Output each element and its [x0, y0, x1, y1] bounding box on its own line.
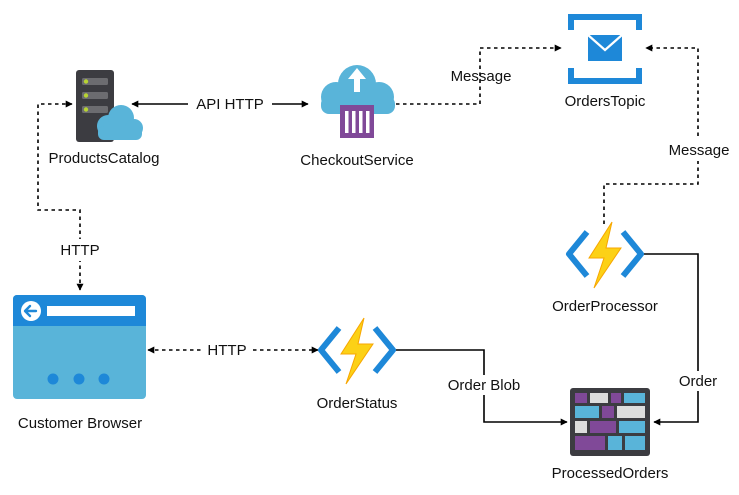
- edge-label-api-http: API HTTP: [196, 96, 264, 113]
- node-label-checkout-service: CheckoutService: [300, 152, 413, 169]
- node-label-order-status: OrderStatus: [317, 395, 398, 412]
- node-label-order-processor: OrderProcessor: [552, 298, 658, 315]
- node-label-customer-browser: Customer Browser: [18, 415, 142, 432]
- node-label-orders-topic: OrdersTopic: [565, 93, 646, 110]
- node-customer-browser[interactable]: Customer Browser: [13, 295, 146, 432]
- edge-browser-catalog: [37, 100, 84, 291]
- edge-label-http-catalog: HTTP: [60, 242, 99, 259]
- edge-label-message-processor: Message: [669, 142, 730, 159]
- node-label-products-catalog: ProductsCatalog: [49, 150, 160, 167]
- cloud-service-icon: [321, 65, 395, 138]
- edge-checkout-topic: [396, 44, 562, 105]
- edge-processor-topic: [603, 44, 699, 224]
- node-processed-orders[interactable]: ProcessedOrders: [552, 388, 669, 482]
- function-bolt-icon: [566, 221, 644, 289]
- node-products-catalog[interactable]: ProductsCatalog: [49, 70, 160, 167]
- edge-label-http-status: HTTP: [207, 342, 246, 359]
- node-order-processor[interactable]: OrderProcessor: [552, 221, 658, 315]
- node-order-status[interactable]: OrderStatus: [317, 317, 398, 412]
- node-label-processed-orders: ProcessedOrders: [552, 465, 669, 482]
- edge-label-order-blob: Order Blob: [448, 377, 521, 394]
- edge-processor-orders: [644, 253, 699, 426]
- node-orders-topic[interactable]: OrdersTopic: [565, 14, 646, 110]
- edge-label-order: Order: [679, 373, 717, 390]
- service-bus-topic-icon: [568, 14, 642, 84]
- node-checkout-service[interactable]: CheckoutService: [300, 65, 414, 169]
- function-bolt-icon: [318, 317, 396, 385]
- edge-labels: API HTTP Message Message HTTP HTTP Order…: [50, 68, 738, 395]
- blob-storage-icon: [570, 388, 650, 456]
- browser-window-icon: [13, 295, 146, 399]
- edge-label-message-checkout: Message: [451, 68, 512, 85]
- server-cloud-icon: [76, 70, 143, 142]
